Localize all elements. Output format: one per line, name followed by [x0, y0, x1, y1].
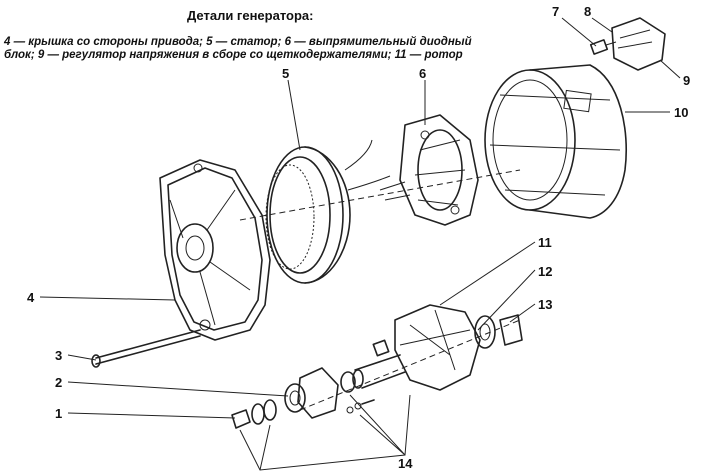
rear-bearing: [474, 315, 496, 349]
group-bracket-14-branches: [259, 394, 406, 471]
drive-end-cover: [159, 159, 271, 341]
rectifier-diode-block: [379, 114, 479, 226]
leader-3: [67, 354, 97, 361]
front-bearing-assembly: [231, 367, 375, 429]
leader-9: [659, 59, 681, 79]
rotor: [352, 304, 481, 391]
diagram-caption: 4 — крышка со стороны привода; 5 — стато…: [4, 36, 524, 62]
leader-7: [561, 17, 597, 47]
rear-cover: [484, 64, 628, 219]
callout-12: 12: [538, 264, 552, 279]
leader-5: [287, 79, 301, 151]
callout-7: 7: [552, 4, 559, 19]
callout-6: 6: [419, 66, 426, 81]
caption-line-2: блок; 9 — регулятор напряжения в сборе с…: [4, 49, 463, 61]
diagram-title: Детали генератора:: [187, 8, 314, 23]
leader-4: [39, 296, 176, 301]
leader-8: [591, 17, 613, 33]
voltage-regulator: [589, 17, 666, 71]
callout-11: 11: [538, 235, 552, 250]
through-bolt: [91, 329, 201, 368]
rear-bushing: [499, 314, 523, 346]
callout-3: 3: [55, 348, 62, 363]
callout-5: 5: [282, 66, 289, 81]
callout-4: 4: [27, 290, 35, 305]
caption-line-1: 4 — крышка со стороны привода; 5 — стато…: [4, 36, 472, 48]
group-bracket-14: [239, 394, 411, 471]
callout-13: 13: [538, 297, 552, 312]
stator: [265, 139, 391, 284]
leader-13: [509, 303, 536, 323]
callout-9: 9: [683, 73, 690, 88]
leader-12: [477, 269, 536, 331]
callout-14: 14: [398, 456, 413, 471]
leader-11: [439, 241, 536, 306]
assembly-axis-upper: [239, 169, 521, 221]
leader-2: [67, 381, 289, 397]
leader-1: [67, 412, 236, 419]
callout-10: 10: [674, 105, 688, 120]
callout-8: 8: [584, 4, 591, 19]
callout-2: 2: [55, 375, 62, 390]
callout-1: 1: [55, 406, 62, 421]
